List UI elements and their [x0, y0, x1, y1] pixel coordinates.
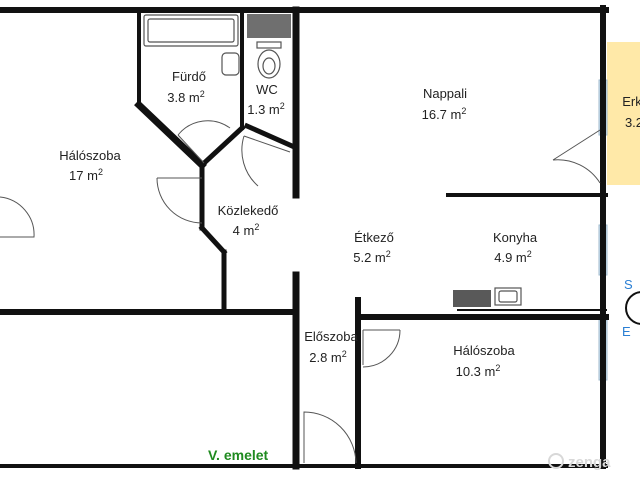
- compass-dial-icon: [625, 291, 640, 325]
- compass: S E: [622, 277, 640, 339]
- room-wc-name: WC: [256, 82, 278, 97]
- room-konyha-name: Konyha: [493, 230, 538, 245]
- watermark-icon: [548, 453, 564, 469]
- room-haloszoba-2-area: 10.3 m2: [456, 363, 501, 379]
- room-wc-area: 1.3 m2: [247, 101, 285, 117]
- room-etkezo-name: Étkező: [354, 230, 394, 245]
- room-furdo-area: 3.8 m2: [167, 89, 205, 105]
- room-konyha-area: 4.9 m2: [494, 249, 532, 265]
- stove-icon: [453, 290, 491, 307]
- room-erkely-area: 3.2: [625, 115, 640, 130]
- room-nappali-name: Nappali: [423, 86, 467, 101]
- room-eloszoba-area: 2.8 m2: [309, 349, 347, 365]
- compass-south-label: S: [624, 277, 633, 292]
- room-kozlekedo-area: 4 m2: [233, 222, 260, 238]
- room-etkezo-area: 5.2 m2: [353, 249, 391, 265]
- floor-label: V. emelet: [208, 447, 269, 463]
- doors: [0, 120, 601, 464]
- sink-icon: [221, 52, 240, 76]
- room-haloszoba-1-area: 17 m2: [69, 167, 103, 183]
- toilet-icon: [257, 49, 281, 79]
- walls: [0, 5, 609, 470]
- fixtures: [143, 14, 522, 307]
- room-erkely-name: Erk: [622, 94, 640, 109]
- watermark-text: zenga: [568, 454, 611, 471]
- room-haloszoba-2-name: Hálószoba: [453, 343, 515, 358]
- compass-east-label: E: [622, 324, 631, 339]
- room-furdo-name: Fürdő: [172, 69, 206, 84]
- room-haloszoba-1-name: Hálószoba: [59, 148, 121, 163]
- room-kozlekedo-name: Közlekedő: [218, 203, 279, 218]
- balcony-area: [607, 42, 640, 185]
- room-eloszoba-name: Előszoba: [304, 329, 358, 344]
- room-nappali-area: 16.7 m2: [422, 106, 467, 122]
- kitchen-sink-icon: [494, 287, 522, 306]
- watermark-logo: zenga: [548, 453, 611, 471]
- wc-cistern-icon: [247, 14, 291, 38]
- bathtub-icon: [143, 14, 239, 47]
